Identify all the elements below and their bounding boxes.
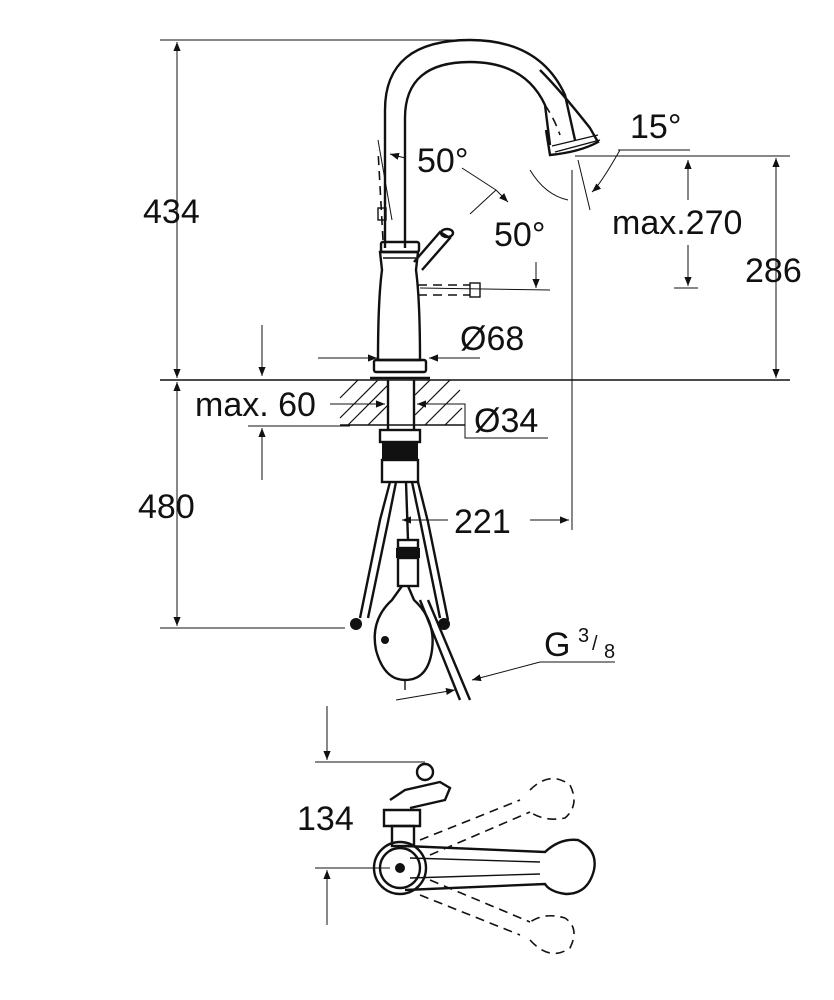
dimension-lines — [160, 39, 790, 925]
label-handle-angle-2: 50° — [494, 216, 545, 254]
label-spray-angle: 15° — [630, 108, 681, 146]
label-spout-height: 286 — [745, 252, 802, 290]
faucet-side-view — [339, 38, 601, 701]
label-connection-den: 8 — [604, 641, 615, 663]
label-connection-slash: / — [592, 633, 598, 655]
label-hole-diameter: Ø34 — [474, 402, 538, 440]
label-connection-base: G — [544, 626, 570, 664]
faucet-top-view — [372, 762, 596, 955]
label-top-view-offset: 134 — [297, 800, 354, 838]
label-max-thickness: max. 60 — [195, 386, 316, 424]
label-base-diameter: Ø68 — [460, 320, 524, 358]
label-spout-clearance: max.270 — [612, 204, 742, 242]
label-below-depth: 480 — [138, 488, 195, 526]
label-handle-angle-1: 50° — [417, 142, 468, 180]
deck-hatching — [339, 379, 463, 426]
label-overall-height: 434 — [143, 193, 200, 231]
label-connection-num: 3 — [578, 625, 589, 647]
label-reach: 221 — [454, 503, 511, 541]
dimension-labels: 434 50° 50° 15° max.270 286 Ø68 max. 60 … — [138, 108, 802, 838]
